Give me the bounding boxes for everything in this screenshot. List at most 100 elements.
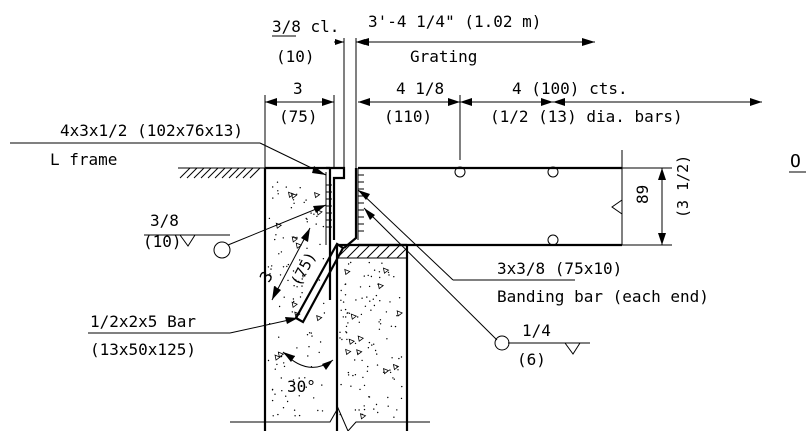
stipple-dot <box>298 414 301 417</box>
stipple-dot <box>319 243 321 246</box>
stipple-dot <box>340 309 342 311</box>
stipple-dot <box>347 263 350 265</box>
stipple-dot <box>307 355 309 357</box>
stipple-dot <box>376 353 378 355</box>
break-line <box>230 406 430 431</box>
stipple-dot <box>287 263 290 266</box>
stipple-dot <box>354 342 357 345</box>
stipple-dot <box>360 313 363 316</box>
stipple-dot <box>297 280 300 283</box>
stipple-dot <box>354 374 357 376</box>
stipple-dot <box>354 359 356 361</box>
clearance-mm-label: (10) <box>276 47 315 66</box>
stipple-dot <box>363 384 366 387</box>
stipple-dot <box>283 296 285 298</box>
stipple-dot <box>368 396 371 398</box>
stipple-dot <box>359 286 362 288</box>
bar-spacing-label: 4 (100) cts. <box>512 79 628 98</box>
aggregate-mark <box>356 349 363 356</box>
stipple-dot <box>357 316 359 318</box>
stipple-dot <box>339 337 341 339</box>
right-l-frame <box>343 168 364 249</box>
stipple-dot <box>393 416 395 418</box>
stipple-dot <box>321 410 324 412</box>
stipple-dot <box>277 190 279 192</box>
stipple-dot <box>368 341 371 344</box>
stipple-dot <box>386 338 388 340</box>
stipple-dot <box>293 409 296 411</box>
stipple-dot <box>277 193 279 195</box>
stipple-dot <box>302 274 304 276</box>
aggregate-mark <box>287 191 295 198</box>
banding-name-label: Banding bar (each end) <box>497 287 709 306</box>
stipple-dot <box>267 266 270 268</box>
stipple-dot <box>267 359 270 362</box>
angle-30: 30° <box>282 351 334 396</box>
stipple-dot <box>344 294 347 296</box>
stipple-dot <box>290 207 293 209</box>
stipple-dot <box>310 212 312 214</box>
stipple-dot <box>277 413 279 416</box>
stipple-dot <box>308 346 310 348</box>
aggregate-mark <box>377 282 385 290</box>
aggregate-mark <box>291 236 299 243</box>
stipple-dot <box>372 298 374 300</box>
bar-mm-label: (13x50x125) <box>90 340 196 359</box>
bar-section <box>454 166 466 178</box>
dim-3: 3 (75) <box>264 79 335 168</box>
stipple-dot <box>367 365 369 368</box>
stipple-dot <box>317 409 319 412</box>
stipple-dot <box>298 395 300 397</box>
stipple-dot <box>385 311 388 313</box>
stipple-dot <box>346 312 348 314</box>
banding-callout: 3x3/8 (75x10) Banding bar (each end) <box>357 189 709 306</box>
stipple-dot <box>306 221 308 223</box>
stipple-dot <box>400 397 403 400</box>
stipple-dot <box>274 238 276 241</box>
stipple-dot <box>298 377 300 379</box>
clearance-dim: 3/8 cl. (10) <box>272 17 366 66</box>
concrete-stipple <box>267 181 403 420</box>
weld-all-around-icon <box>213 241 231 259</box>
aggregate-mark <box>316 314 323 322</box>
stipple-dot <box>375 294 378 297</box>
stipple-dot <box>348 312 351 314</box>
stipple-dot <box>282 407 285 409</box>
stipple-dot <box>363 275 365 277</box>
stipple-dot <box>319 341 322 343</box>
stipple-dot <box>287 279 289 282</box>
stipple-dot <box>367 274 369 277</box>
weld-all-around-icon <box>494 335 510 351</box>
dim-418-mm-label: (110) <box>384 107 432 126</box>
stipple-dot <box>285 395 287 397</box>
stipple-dot <box>308 332 311 334</box>
stipple-dot <box>323 312 326 314</box>
stipple-dot <box>401 385 403 388</box>
stipple-dot <box>276 363 278 366</box>
stipple-dot <box>398 297 401 299</box>
stipple-dot <box>316 215 318 218</box>
angle-30-label: 30° <box>287 377 316 396</box>
stipple-dot <box>311 335 313 337</box>
aggregate-mark <box>344 268 351 276</box>
grating <box>358 150 623 247</box>
stipple-dot <box>347 322 349 324</box>
left-concrete-wall <box>263 166 332 431</box>
stipple-dot <box>361 359 363 362</box>
stipple-dot <box>315 223 317 225</box>
stipple-dot <box>296 236 298 239</box>
stipple-dot <box>358 409 360 411</box>
left-l-frame <box>325 166 346 245</box>
stipple-dot <box>293 300 295 303</box>
stipple-dot <box>374 349 377 352</box>
stipple-dot <box>278 336 280 338</box>
stipple-dot <box>272 415 274 417</box>
stipple-dot <box>306 218 308 220</box>
stipple-dot <box>296 286 298 288</box>
stipple-dot <box>291 311 293 313</box>
stipple-dot <box>301 285 303 287</box>
stipple-dot <box>292 270 295 272</box>
stipple-dot <box>377 411 379 414</box>
bar-size-label: 1/2x2x5 Bar <box>90 312 196 331</box>
stipple-dot <box>340 383 342 386</box>
